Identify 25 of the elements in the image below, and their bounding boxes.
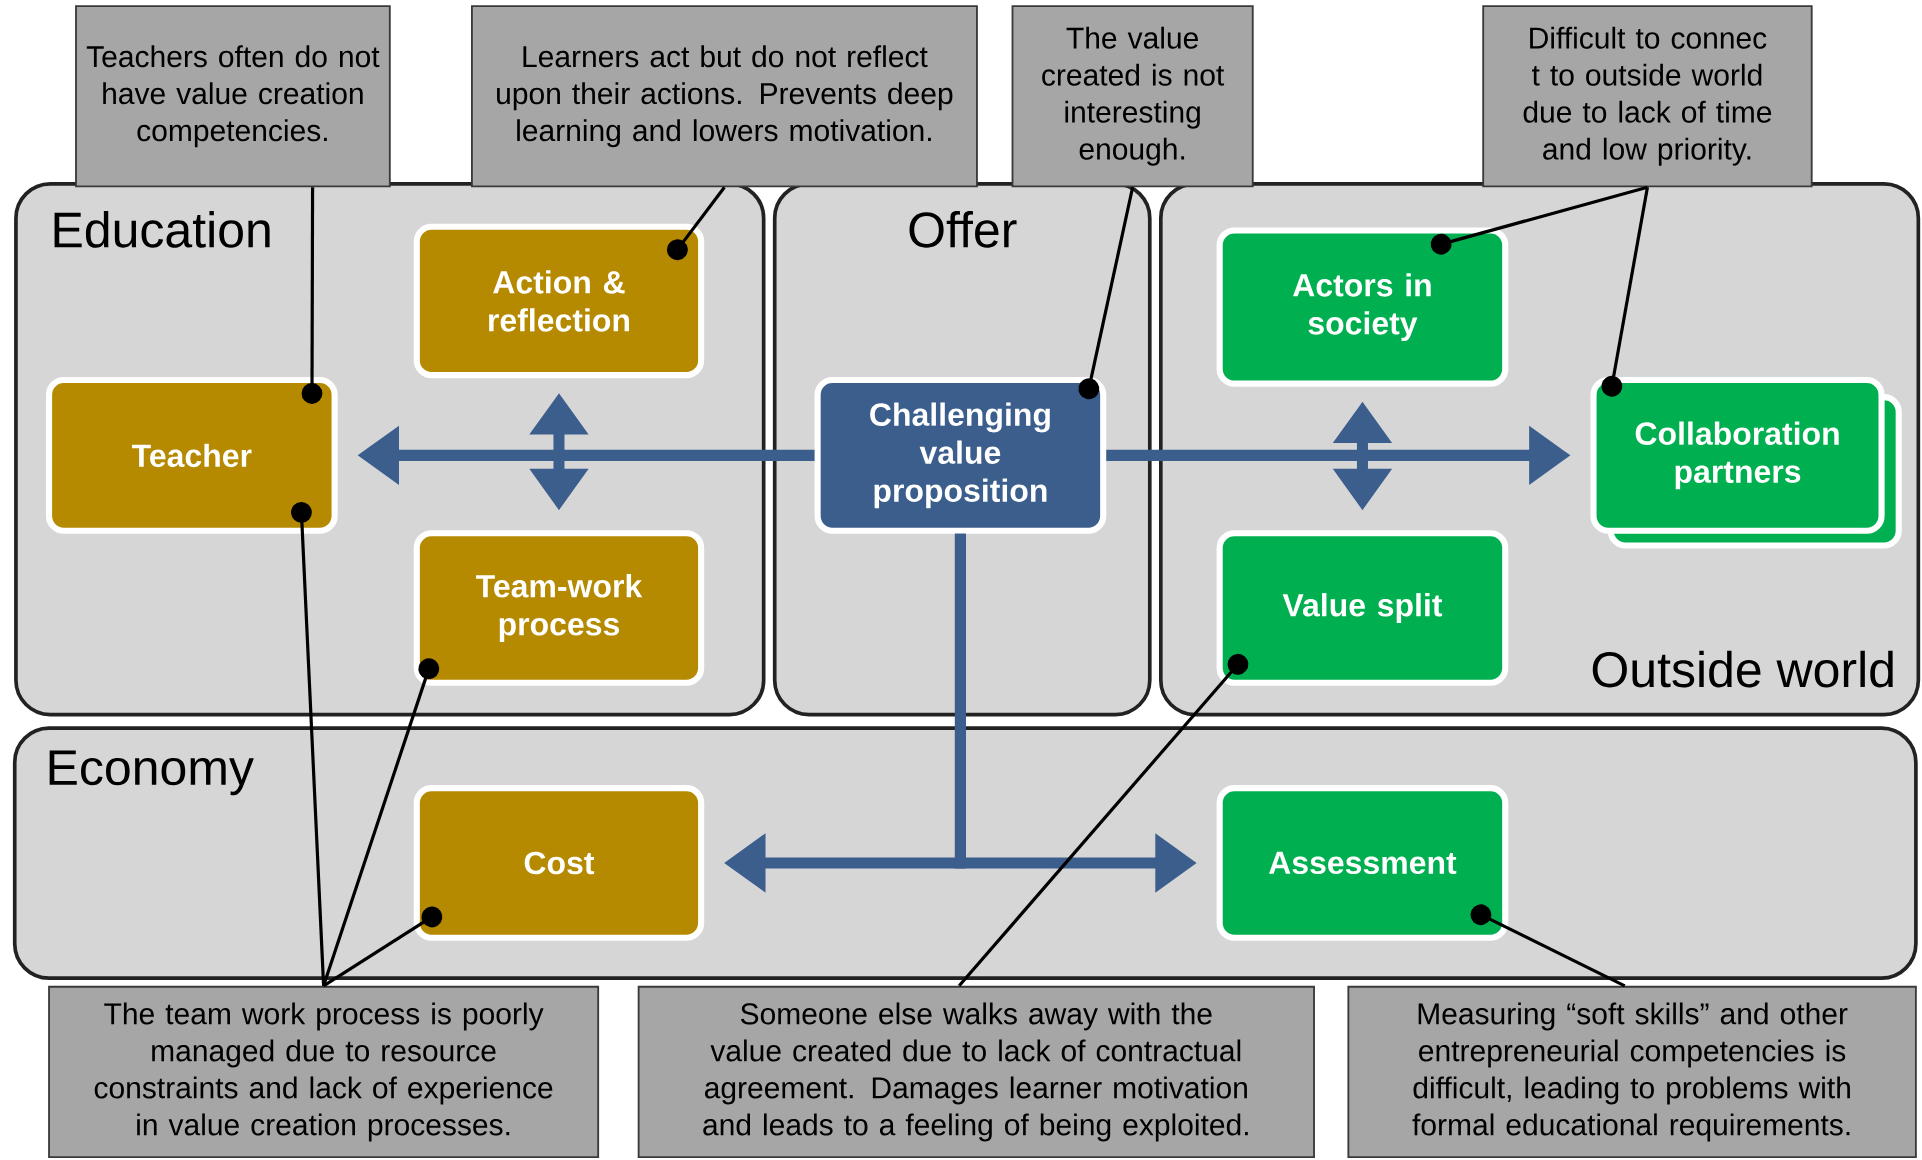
callout-box: Learners act but do not reflect upon their actions. Prevents deep learning and lowers motivation. xyxy=(471,5,978,188)
leader-line xyxy=(666,186,726,261)
process-box: Assessment xyxy=(1216,785,1509,941)
process-box: Challenging value proposition xyxy=(814,377,1107,535)
process-box: Value split xyxy=(1216,530,1509,687)
callout-box: Teachers often do not have value creation competencies. xyxy=(75,5,391,188)
process-box: Actors in society xyxy=(1216,227,1509,387)
leader-line xyxy=(1430,185,1648,255)
leader-line xyxy=(291,502,326,987)
callout-box: The value created is not interesting enough. xyxy=(1011,5,1254,188)
leader-line xyxy=(322,658,440,987)
leader-line xyxy=(1601,187,1649,397)
callout-box: Someone else walks away with the value created due to lack of contractual agreement. Damages learner motivation and leads to a feeling of being exploited. xyxy=(637,986,1315,1159)
process-box: Team-work process xyxy=(413,530,705,687)
callout-box: Difficult to connec t to outside world due to lack of time and low priority. xyxy=(1482,5,1813,188)
leader-line xyxy=(1470,904,1626,988)
callout-box: The team work process is poorly managed due to resource constraints and lack of experience in value creation processes. xyxy=(48,986,600,1159)
process-box: Action & reflection xyxy=(413,223,705,379)
leader-line xyxy=(957,654,1249,988)
leader-line xyxy=(322,906,443,988)
callout-box: Measuring “soft skills” and other entrepreneurial competencies is difficult, leading to problems with formal educational requirements. xyxy=(1347,986,1917,1159)
leader-line xyxy=(301,187,323,405)
process-box: Cost xyxy=(413,785,705,941)
stacked-box: Collaboration partners xyxy=(1590,377,1902,549)
process-box: Teacher xyxy=(45,377,338,535)
